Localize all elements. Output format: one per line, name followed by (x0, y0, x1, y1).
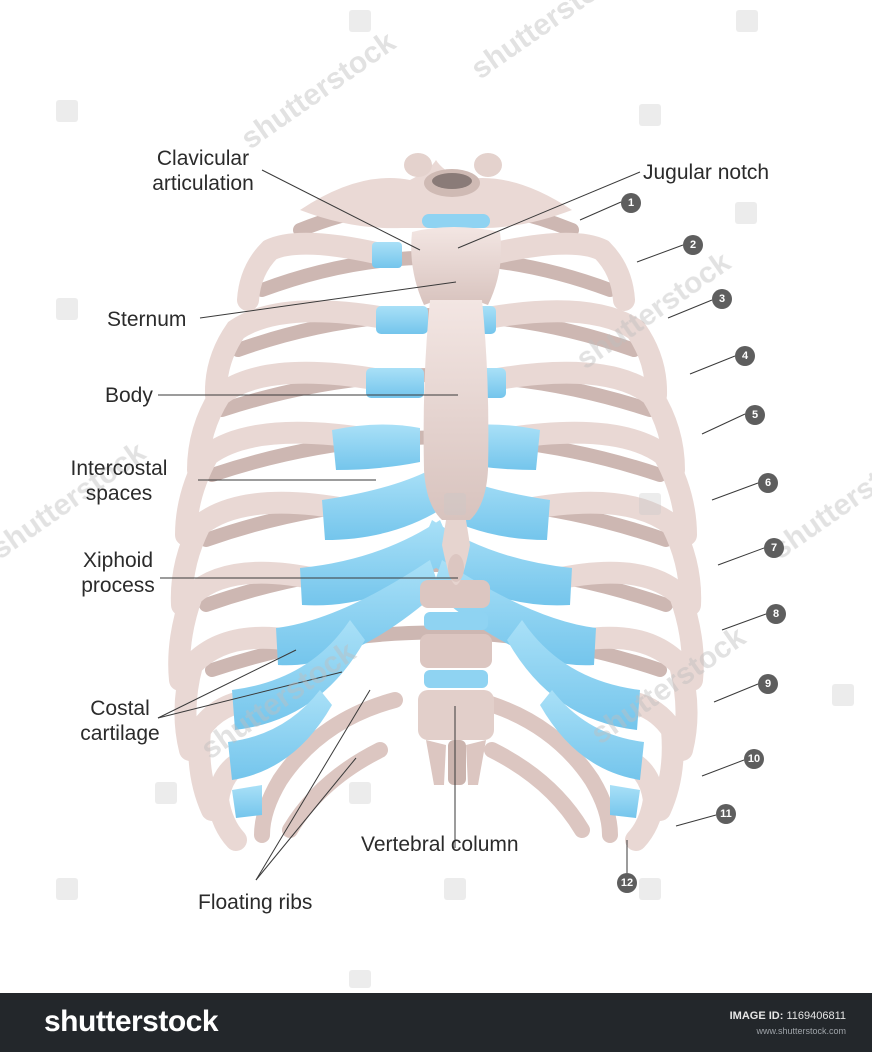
watermark-5: shutterstock (465, 0, 632, 86)
rib-number-7: 7 (764, 538, 784, 558)
rib-number-6: 6 (758, 473, 778, 493)
label-vertebral-column: Vertebral column (361, 832, 519, 857)
label-line: process (68, 573, 168, 598)
label-xiphoid-process: Xiphoid process (68, 548, 168, 598)
label-floating-ribs: Floating ribs (198, 890, 312, 915)
rib-number-9: 9 (758, 674, 778, 694)
label-line: Costal (70, 696, 170, 721)
image-id-label: IMAGE ID: (730, 1010, 784, 1022)
label-costal-cartilage: Costal cartilage (70, 696, 170, 746)
label-sternum: Sternum (107, 307, 186, 332)
rib-number-4: 4 (735, 346, 755, 366)
label-clavicular-articulation: Clavicular articulation (138, 146, 268, 196)
rib-number-11: 11 (716, 804, 736, 824)
rib-number-12: 12 (617, 873, 637, 893)
label-intercostal-spaces: Intercostal spaces (44, 456, 194, 506)
rib-number-5: 5 (745, 405, 765, 425)
illustration-area: shutterstock shutterstock shutterstock s… (0, 0, 872, 988)
watermark-1: shutterstock (235, 25, 402, 155)
label-body: Body (105, 383, 153, 408)
label-line: articulation (138, 171, 268, 196)
image-id-value: 1169406811 (786, 1010, 846, 1022)
footer-site-url: www.shutterstock.com (756, 1026, 846, 1036)
rib-number-2: 2 (683, 235, 703, 255)
label-line: spaces (44, 481, 194, 506)
rib-number-3: 3 (712, 289, 732, 309)
rib-number-1: 1 (621, 193, 641, 213)
rib-number-8: 8 (766, 604, 786, 624)
label-line: Xiphoid (68, 548, 168, 573)
label-jugular-notch: Jugular notch (643, 160, 769, 185)
footer-brand-logo: shutterstock (44, 1005, 218, 1039)
label-line: Intercostal (44, 456, 194, 481)
rib-number-10: 10 (744, 749, 764, 769)
label-line: Clavicular (138, 146, 268, 171)
image-id: IMAGE ID: 1169406811 (730, 1010, 846, 1022)
label-line: cartilage (70, 721, 170, 746)
footer-bar: shutterstock IMAGE ID: 1169406811 www.sh… (0, 993, 872, 1052)
